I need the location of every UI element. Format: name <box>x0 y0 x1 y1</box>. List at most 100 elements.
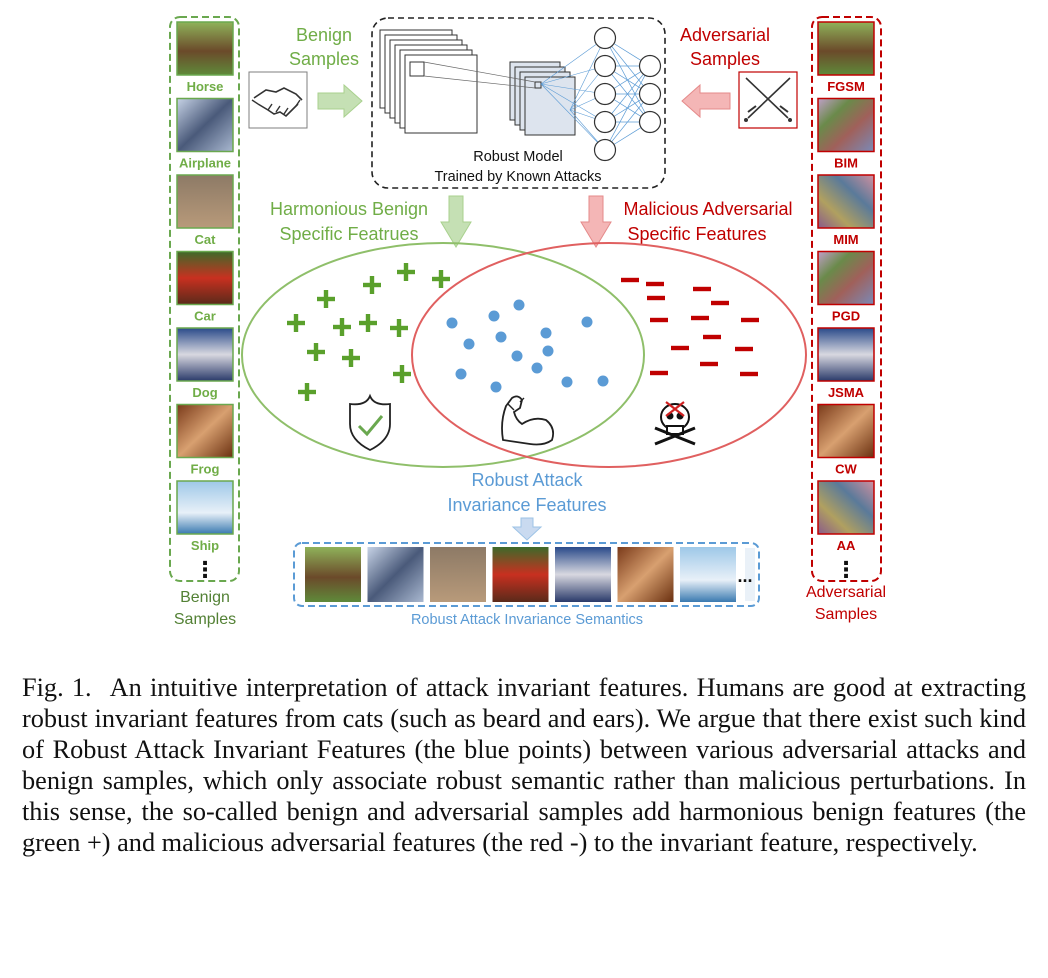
benign-sample-label: Airplane <box>179 156 231 171</box>
invariance-semantics-images <box>305 547 736 602</box>
adversarial-minus-markers <box>621 277 759 377</box>
minus-marker <box>703 334 721 340</box>
invariance-semantics-caption: Robust Attack Invariance Semantics <box>411 612 643 628</box>
nn-edge <box>540 37 606 85</box>
invariance-strip-more: ... <box>737 566 752 586</box>
adversarial-sample-thumbnail <box>817 403 875 459</box>
invariant-point <box>455 368 467 380</box>
adversarial-features-arrow <box>580 195 612 248</box>
minus-marker <box>647 295 665 301</box>
invariant-point <box>490 381 502 393</box>
benign-features-label-line2: Specific Featrues <box>279 224 418 244</box>
invariant-point <box>513 299 525 311</box>
nn-edge <box>604 65 651 123</box>
adversarial-samples-box <box>811 16 882 582</box>
invariant-point <box>542 345 554 357</box>
invariant-feature-points <box>446 299 609 393</box>
plus-marker <box>363 276 381 294</box>
invariance-sample-thumbnail <box>367 547 424 602</box>
invariance-sample-thumbnail <box>492 547 549 602</box>
flexed-arm-icon <box>501 395 555 446</box>
minus-marker <box>671 345 689 351</box>
plus-marker <box>287 314 305 332</box>
invariance-sample-thumbnail <box>617 547 674 602</box>
nn-node <box>638 82 662 106</box>
minus-marker <box>735 346 753 352</box>
adversarial-features-label-line1: Malicious Adversarial <box>623 199 792 219</box>
adversarial-features-label-line2: Specific Features <box>627 224 766 244</box>
benign-sample-label: Car <box>194 309 216 324</box>
minus-marker <box>711 300 729 306</box>
minus-marker <box>740 371 758 377</box>
adversarial-feature-region <box>411 242 807 468</box>
robust-model-box <box>371 17 666 189</box>
benign-samples-more: ⋮ <box>194 557 216 582</box>
nn-node <box>638 54 662 78</box>
adversarial-input-arrow <box>681 83 731 119</box>
invariance-features-label-line1: Robust Attack <box>471 470 583 490</box>
handshake-icon <box>248 71 308 129</box>
neural-net-nodes <box>593 26 662 162</box>
robust-model-label-line1: Robust Model <box>473 149 562 165</box>
plus-marker <box>333 318 351 336</box>
benign-sample-thumbnail <box>176 97 234 153</box>
plus-marker <box>393 365 411 383</box>
plus-marker <box>342 349 360 367</box>
adversarial-sample-thumbnail <box>817 174 875 229</box>
adversarial-sample-thumbnail <box>817 480 875 535</box>
invariant-point <box>531 362 543 374</box>
invariance-sample-thumbnail <box>305 547 361 602</box>
benign-features-arrow <box>440 195 472 248</box>
nn-node <box>638 110 662 134</box>
adversarial-sample-label: AA <box>837 538 856 553</box>
plus-marker <box>390 319 408 337</box>
neural-net-connections <box>540 37 651 151</box>
benign-sample-thumbnail <box>176 174 234 229</box>
figure-caption-label: Fig. 1. <box>22 673 92 702</box>
crossed-swords-icon <box>738 71 798 129</box>
benign-sample-label: Cat <box>195 232 217 247</box>
nn-edge <box>604 93 651 151</box>
plus-marker <box>307 343 325 361</box>
plus-marker <box>298 383 316 401</box>
benign-sample-thumbnail <box>176 327 234 382</box>
nn-edge <box>604 65 651 151</box>
skull-icon <box>654 401 696 446</box>
benign-sample-thumbnail <box>176 480 234 535</box>
minus-marker <box>621 277 639 283</box>
adversarial-samples-caption-line2: Samples <box>815 606 877 623</box>
nn-edge <box>540 83 606 151</box>
invariance-sample-thumbnail <box>430 547 486 602</box>
invariant-point <box>561 376 573 388</box>
benign-sample-label: Frog <box>191 462 220 477</box>
nn-edge <box>540 83 606 123</box>
benign-samples-caption-line2: Samples <box>174 611 236 628</box>
strip-tail-shade <box>745 548 755 601</box>
figure-caption: Fig. 1.An intuitive interpretation of at… <box>22 672 1026 858</box>
minus-marker <box>691 315 709 321</box>
adversarial-sample-thumbnail <box>817 97 875 153</box>
invariant-point <box>581 316 593 328</box>
nn-node <box>593 26 617 50</box>
plus-marker <box>359 314 377 332</box>
minus-marker <box>700 361 718 367</box>
adversarial-samples-caption-line1: Adversarial <box>806 584 886 601</box>
adversarial-sample-label: PGD <box>832 309 860 324</box>
nn-edge <box>569 37 606 111</box>
minus-marker <box>693 286 711 292</box>
robust-model-label-line2: Trained by Known Attacks <box>434 169 601 185</box>
benign-sample-label: Horse <box>187 79 224 94</box>
nn-node <box>593 110 617 134</box>
invariance-semantics-strip <box>293 542 760 607</box>
benign-sample-thumbnail <box>176 250 234 306</box>
benign-samples-box <box>169 16 240 582</box>
adversarial-sample-label: FGSM <box>827 79 865 94</box>
benign-input-arrow <box>317 83 363 119</box>
benign-sample-thumbnail <box>176 21 234 76</box>
adversarial-sample-thumbnail <box>817 21 875 76</box>
nn-node <box>593 138 617 162</box>
